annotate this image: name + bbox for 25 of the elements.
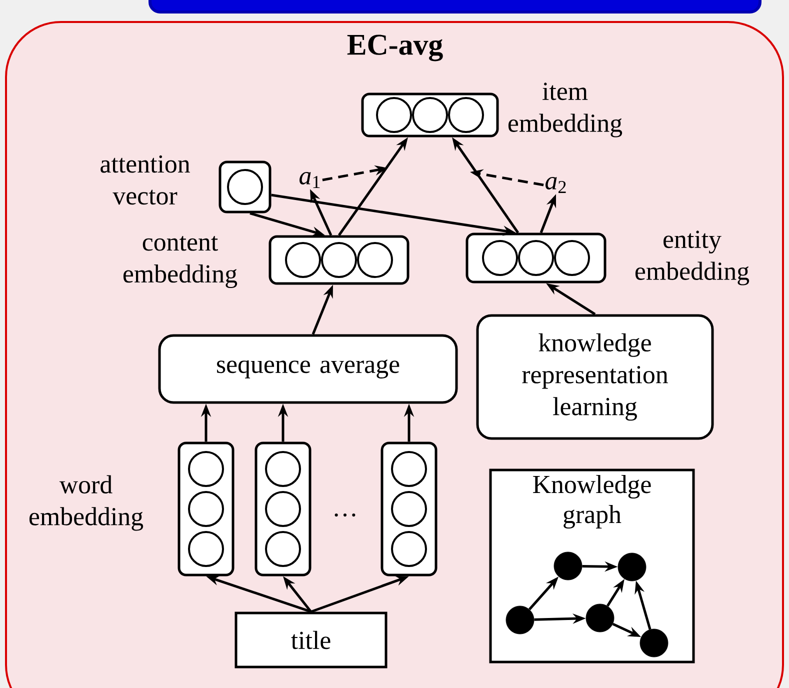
vector-box (218, 160, 272, 214)
process-box: knowledge representation learning (476, 314, 714, 440)
vector-label: attention vector (100, 155, 190, 205)
graph-box: Knowledge graph (489, 468, 695, 664)
vector-box (254, 442, 312, 576)
vector-box (178, 442, 234, 576)
vector-box (268, 235, 410, 285)
process-box: sequence average (158, 334, 458, 404)
ellipsis-label: … (334, 513, 356, 517)
graph-dot (554, 552, 582, 580)
diagram-title: EC-avg (347, 34, 443, 62)
vector-box (361, 92, 499, 138)
vector-label: entity embedding (635, 230, 750, 286)
graph-dot (618, 552, 646, 582)
vector-label: word embedding (29, 475, 144, 531)
vector-label: content embedding (123, 236, 238, 288)
graph-dot (506, 606, 534, 634)
vector-label: item embedding (508, 82, 622, 138)
graph-dot (586, 604, 614, 632)
weight-label: a$_{1}$ (300, 172, 320, 188)
vector-box (466, 232, 606, 284)
input-box: title (234, 612, 388, 668)
vector-box (380, 442, 438, 576)
weight-label: a$_{2}$ (546, 177, 566, 193)
graph-dot (640, 628, 668, 658)
